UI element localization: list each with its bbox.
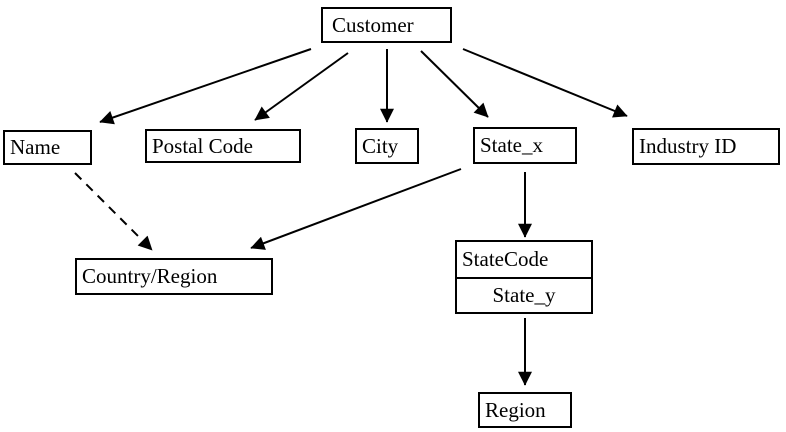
node-name-label: Name <box>10 135 61 159</box>
node-industry-id-label: Industry ID <box>639 134 737 158</box>
node-statecode: StateCode <box>457 242 591 277</box>
edge-name-country-region <box>74 172 153 251</box>
node-region-label: Region <box>485 397 546 422</box>
node-country-region: Country/Region <box>75 258 273 295</box>
node-statecode-group: StateCode State_y <box>455 240 593 314</box>
node-customer-label: Customer <box>332 12 414 37</box>
node-name: Name <box>3 130 92 165</box>
node-state-x-label: State_x <box>480 133 543 157</box>
node-statecode-label: StateCode <box>462 247 549 271</box>
edge-state-x-country-region <box>250 168 462 250</box>
node-state-x: State_x <box>473 127 577 164</box>
node-state-y-label: State_y <box>492 283 556 307</box>
node-postal-code-label: Postal Code <box>152 133 253 158</box>
node-customer: Customer <box>321 7 452 43</box>
edge-customer-state-x <box>420 50 489 118</box>
edge-customer-industry-id <box>462 48 628 118</box>
node-state-y: State_y <box>457 277 591 312</box>
node-city: City <box>355 128 419 164</box>
node-postal-code: Postal Code <box>145 129 301 163</box>
node-country-region-label: Country/Region <box>82 264 218 288</box>
edge-customer-postal-code <box>254 52 349 121</box>
node-industry-id: Industry ID <box>632 128 780 165</box>
node-region: Region <box>478 392 572 428</box>
node-city-label: City <box>362 133 399 158</box>
edge-customer-name <box>99 48 312 125</box>
